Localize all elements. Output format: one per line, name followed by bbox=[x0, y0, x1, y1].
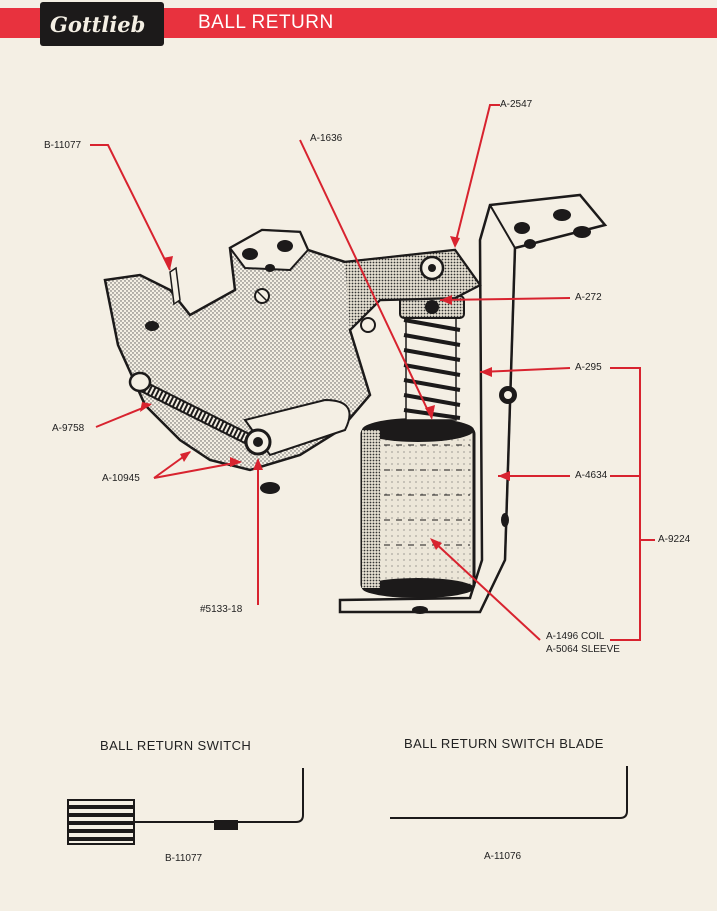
switch-title: BALL RETURN SWITCH bbox=[100, 738, 252, 753]
page-title: BALL RETURN bbox=[198, 12, 334, 33]
callout-a272: A-272 bbox=[575, 292, 602, 303]
switch-blade-title: BALL RETURN SWITCH BLADE bbox=[404, 736, 604, 751]
switch-blade-part-number: A-11076 bbox=[484, 851, 522, 862]
tension-spring bbox=[128, 371, 280, 494]
logo-text: Gottlieb bbox=[50, 12, 146, 37]
switch-part-number: B-11077 bbox=[165, 853, 203, 864]
callout-arrowheads bbox=[140, 236, 510, 550]
callout-a10945: A-10945 bbox=[102, 473, 140, 484]
callout-a4634: A-4634 bbox=[575, 470, 608, 481]
callout-5133-18: #5133-18 bbox=[200, 604, 243, 615]
gottlieb-logo bbox=[40, 2, 164, 46]
callout-leaders bbox=[90, 104, 655, 641]
callout-a1636: A-1636 bbox=[310, 133, 343, 144]
callout-a9224: A-9224 bbox=[658, 534, 691, 545]
callout-a9758: A-9758 bbox=[52, 423, 85, 434]
callout-b11077: B-11077 bbox=[44, 140, 82, 151]
switch-illustration bbox=[67, 768, 304, 845]
switch-blade-illustration bbox=[390, 766, 628, 819]
plunger-spring bbox=[399, 295, 465, 421]
mounting-bracket bbox=[338, 193, 608, 614]
callout-sleeve: A-5064 SLEEVE bbox=[546, 644, 620, 655]
callout-a2547: A-2547 bbox=[500, 99, 533, 110]
callout-coil: A-1496 COIL bbox=[546, 631, 605, 642]
callout-a295: A-295 bbox=[575, 362, 602, 373]
coil bbox=[360, 418, 476, 598]
